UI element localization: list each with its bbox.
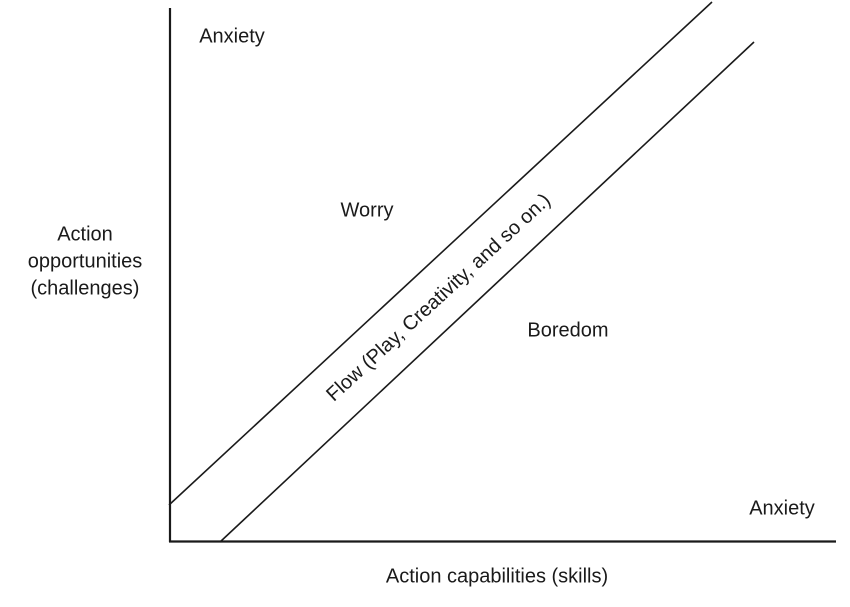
y-axis-label-line-2: opportunities: [27, 250, 143, 273]
y-axis-label-line-3: (challenges): [30, 277, 140, 300]
region-label-boredom: Boredom: [527, 319, 609, 342]
region-label-anxiety-bottom: Anxiety: [749, 497, 815, 520]
region-label-worry: Worry: [340, 199, 394, 222]
region-label-anxiety-top: Anxiety: [199, 25, 265, 48]
flow-channel-lower-line: [219, 41, 755, 543]
x-axis-label: Action capabilities (skills): [385, 565, 609, 588]
y-axis-label-line-1: Action: [57, 223, 113, 246]
flow-channel-upper-line: [168, 1, 713, 506]
y-axis-label: Action opportunities (challenges): [0, 222, 170, 303]
